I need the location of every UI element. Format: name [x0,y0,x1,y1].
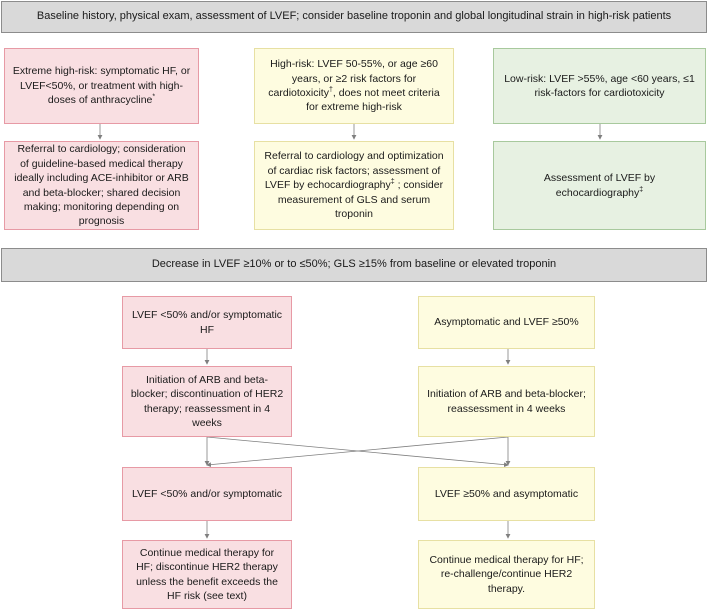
extreme-high-risk-text: Extreme high-risk: symptomatic HF, or LV… [12,65,191,107]
right-initiation-box: Initiation of ARB and beta-blocker; reas… [418,366,595,437]
low-risk-box: Low-risk: LVEF >55%, age <60 years, ≤1 r… [493,48,706,124]
double-dagger-footnote-mark: ‡ [639,186,644,193]
high-risk-text: High-risk: LVEF 50-55%, or age ≥60 years… [268,58,438,99]
baseline-assessment-box: Baseline history, physical exam, assessm… [1,1,707,33]
high-risk-text-cont: , does not meet criteria for extreme hig… [306,87,440,114]
left-final-text: Continue medical therapy for HF; discont… [136,546,278,602]
asterisk-footnote-mark: * [152,93,156,101]
baseline-assessment-text: Baseline history, physical exam, assessm… [36,10,672,23]
right-condition-text: Asymptomatic and LVEF ≥50% [434,316,579,329]
right-initiation-text: Initiation of ARB and beta-blocker; reas… [427,388,586,415]
high-risk-box: High-risk: LVEF 50-55%, or age ≥60 years… [254,48,454,124]
low-risk-text: Low-risk: LVEF >55%, age <60 years, ≤1 r… [504,72,695,99]
right-final-text: Continue medical therapy for HF; re-chal… [429,553,584,595]
left-condition-text: LVEF <50% and/or symptomatic HF [131,309,283,336]
left-initiation-box: Initiation of ARB and beta-blocker; disc… [122,366,292,437]
extreme-high-risk-action-text: Referral to cardiology; consideration of… [14,143,189,228]
right-outcome-text: LVEF ≥50% and asymptomatic [434,487,579,500]
extreme-high-risk-action-box: Referral to cardiology; consideration of… [4,141,199,230]
right-final-box: Continue medical therapy for HF; re-chal… [418,540,595,609]
dagger-footnote-mark: † [328,86,333,94]
arrow-right-initiation-to-left-outcome [206,436,509,468]
low-risk-action-text: Assessment of LVEF by echocardiography [543,172,656,199]
decrease-criteria-text: Decrease in LVEF ≥10% or to ≤50%; GLS ≥1… [151,258,557,271]
left-initiation-text: Initiation of ARB and beta-blocker; disc… [130,373,284,429]
left-final-box: Continue medical therapy for HF; discont… [122,540,292,609]
left-outcome-box: LVEF <50% and/or symptomatic [122,467,292,521]
left-outcome-text: LVEF <50% and/or symptomatic [131,487,283,500]
left-condition-box: LVEF <50% and/or symptomatic HF [122,296,292,349]
high-risk-action-text-cont: ; consider measurement of GLS and serum … [277,179,444,221]
double-dagger-footnote-mark: ‡ [390,178,395,186]
low-risk-action-box: Assessment of LVEF by echocardiography‡ [493,141,706,230]
high-risk-action-box: Referral to cardiology and optimization … [254,141,454,230]
decrease-criteria-box: Decrease in LVEF ≥10% or to ≤50%; GLS ≥1… [1,248,707,282]
extreme-high-risk-box: Extreme high-risk: symptomatic HF, or LV… [4,48,199,124]
right-outcome-box: LVEF ≥50% and asymptomatic [418,467,595,521]
high-risk-action-text: Referral to cardiology and optimization … [264,150,444,192]
right-condition-box: Asymptomatic and LVEF ≥50% [418,296,595,349]
